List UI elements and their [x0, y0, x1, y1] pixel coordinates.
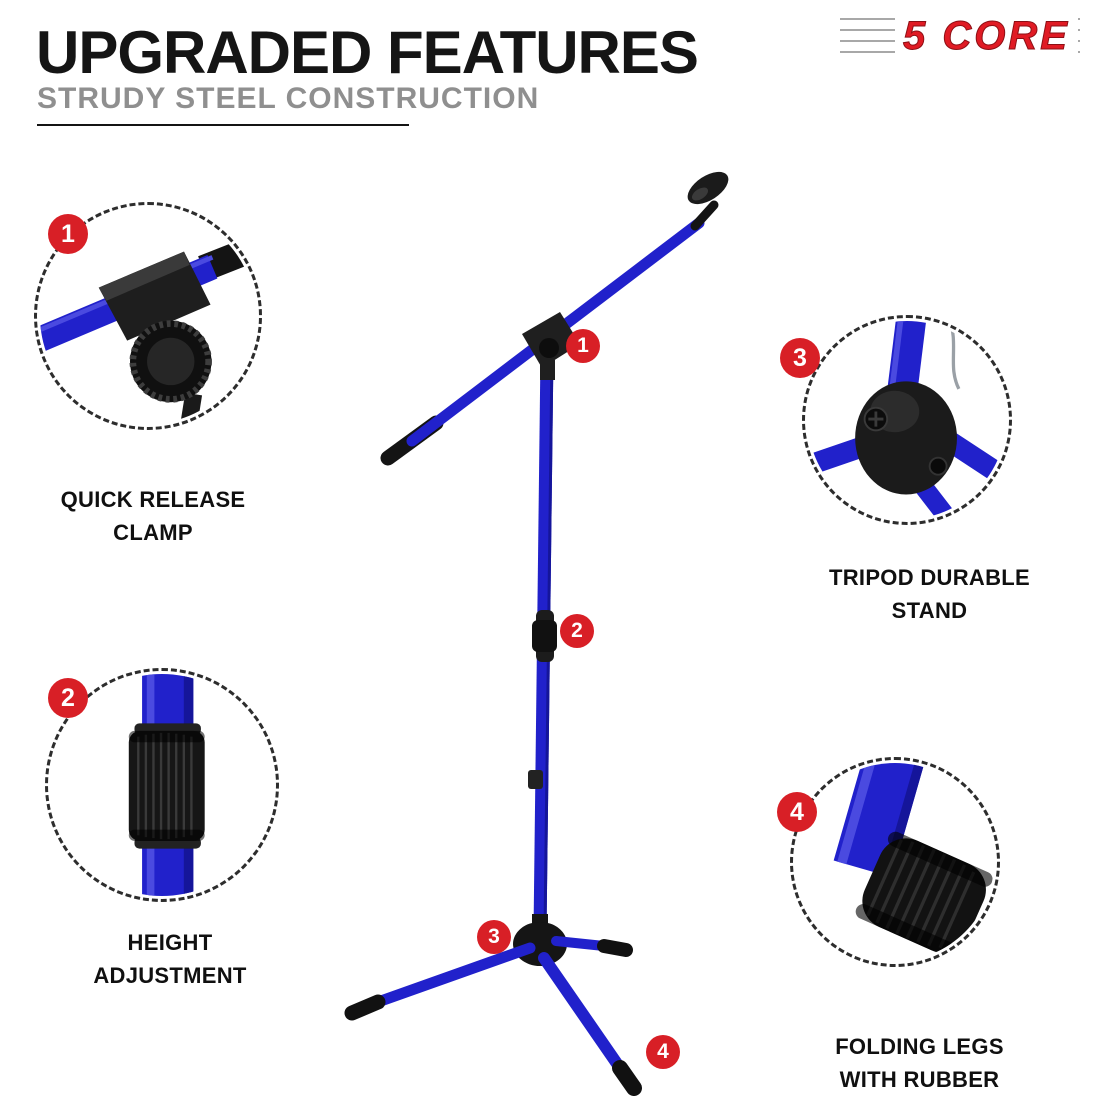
height-adjustment-detail — [128, 674, 205, 896]
rubber-foot-detail — [833, 763, 993, 960]
boom-arm — [380, 171, 729, 466]
brand-logo: 5 CORE — [840, 12, 1080, 70]
callout-label-height-adjustment: HEIGHT ADJUSTMENT — [93, 930, 247, 988]
rubber-foot-left — [344, 994, 386, 1021]
cable-clip — [528, 770, 543, 789]
stand-marker-2: 2 — [560, 614, 594, 648]
stand-marker-1: 1 — [566, 329, 600, 363]
logo-name: CORE — [942, 14, 1070, 59]
rubber-foot-front — [612, 1060, 642, 1096]
stand-marker-3: 3 — [477, 920, 511, 954]
stand-marker-4: 4 — [646, 1035, 680, 1069]
callout-number-2: 2 — [48, 678, 88, 718]
boom-pivot-clamp — [522, 312, 580, 380]
height-adjust-collar — [532, 610, 557, 662]
callout-label-quick-release: QUICK RELEASE CLAMP — [60, 487, 246, 545]
callout-label-tripod-stand: TRIPOD DURABLE STAND — [829, 565, 1030, 623]
callout-label-folding-legs: FOLDING LEGS WITH RUBBER — [835, 1034, 1004, 1092]
callout-circle-quick-release — [34, 202, 262, 430]
subtitle-underline — [37, 124, 409, 126]
callout-circle-tripod-stand — [802, 315, 1012, 525]
callout-number-1: 1 — [48, 214, 88, 254]
logo-text: 5 CORE — [895, 14, 1078, 59]
logo-number: 5 — [903, 14, 929, 59]
tripod-legs — [344, 936, 642, 1096]
callout-number-3: 3 — [780, 338, 820, 378]
mic-clip — [687, 171, 729, 205]
quick-release-clamp-detail — [40, 235, 256, 424]
callout-circle-folding-legs — [790, 757, 1000, 967]
rubber-foot-right — [597, 939, 633, 957]
page-subtitle: STRUDY STEEL CONSTRUCTION — [37, 82, 540, 115]
page-title: UPGRADED FEATURES — [36, 19, 699, 86]
callout-number-4: 4 — [777, 792, 817, 832]
